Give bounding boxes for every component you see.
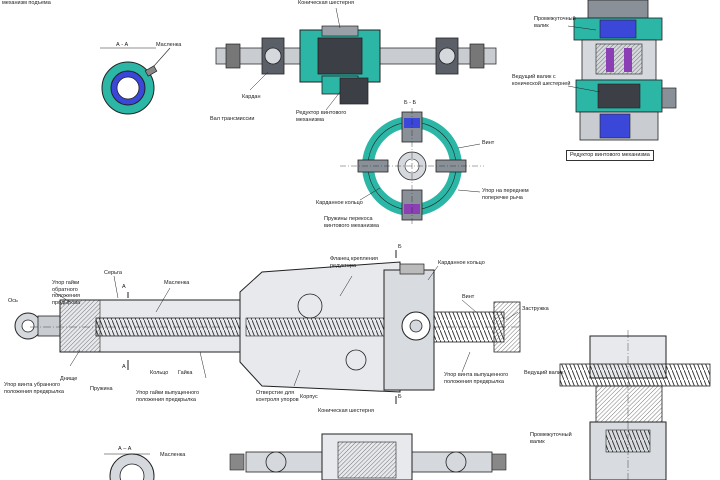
reducer-section-view xyxy=(567,0,677,141)
pruzhina-perekosa-label: Пружины перекоса винтового механизма xyxy=(324,216,379,229)
otverstie-label: Отверстие для контроля упоров xyxy=(256,390,299,403)
pruzhina-label: Пружина xyxy=(90,386,113,392)
vint-main-label: Винт xyxy=(462,294,475,300)
gaika-label: Гайка xyxy=(178,370,193,376)
section-bb-label: Б - Б xyxy=(404,100,417,106)
ser-label: Серьга xyxy=(104,270,122,276)
transmission-shaft-bottom-view xyxy=(229,433,507,480)
maslenka-main-label: Масленка xyxy=(164,280,190,286)
section-bb-view xyxy=(340,108,484,226)
kardannoe-kolco-mid-label: Карданное кольцо xyxy=(316,200,363,206)
b-bottom-marker: Б xyxy=(398,394,402,400)
vedushchy-val-label: Ведущий валик xyxy=(524,370,564,376)
maslenka-top-label: Масленка xyxy=(156,42,182,48)
upor-gaiki-vyp-label: Упор гайки выпущенного положения предкры… xyxy=(136,390,200,403)
kardan-label: Кардан xyxy=(242,94,261,100)
upor-gaiki-obr-label: Упор гайки обратного положения продырова xyxy=(52,280,81,306)
a-top-marker: А xyxy=(122,284,126,290)
reduktor-box-label: Редуктор винтового механизма xyxy=(566,150,654,161)
os-label: Ось xyxy=(8,298,18,304)
top-corner-label: механизм подъема xyxy=(2,0,51,6)
vedushchy-valik-label: Ведущий валик с конической шестерней xyxy=(512,74,571,87)
korpus-label: Корпус xyxy=(300,394,318,400)
section-aa-top-view xyxy=(100,47,171,115)
section-aa-bottom-view xyxy=(104,453,155,480)
upor-vinta-vyp-label: Упор винта выпущенного положения предкры… xyxy=(444,372,509,385)
maslenka-bottom-label: Масленка xyxy=(160,452,186,458)
section-aa-top-label: А - А xyxy=(116,42,129,48)
promezhutochny-val-bottom-label: Промежуточный валик xyxy=(530,432,572,445)
val-transmissii-label: Вал трансмиссии xyxy=(210,116,255,122)
reduktor-vint-mech-label: Редуктор винтового механизма xyxy=(296,110,347,123)
reducer-side-view-bottom xyxy=(559,330,711,480)
section-aa-bottom-label: А – А xyxy=(118,446,132,452)
konicheskaya-shesternya-main-label: Коническая шестерня xyxy=(318,408,374,414)
upor-vinta-label: Упор винта убранного положения предкрылк… xyxy=(4,382,64,395)
b-top-marker: Б xyxy=(398,244,402,250)
screw-mechanism-main-view xyxy=(14,250,521,404)
vint-mid-label: Винт xyxy=(482,140,495,146)
flanec-krepleniya-label: Фланец крепления редуктора xyxy=(330,256,378,269)
a-bottom-marker: А xyxy=(122,364,126,370)
zastrujka-label: Застружка xyxy=(522,306,549,312)
kolco-label: Кольцо xyxy=(150,370,169,376)
kardannoe-kolco-main-label: Карданное кольцо xyxy=(438,260,485,266)
transmission-shaft-assembly xyxy=(215,7,497,111)
promezhutochny-val-right-label: Промежуточный валик xyxy=(534,16,576,29)
konicheskaya-shesternya-label: Коническая шестерня xyxy=(298,0,354,6)
dnishche-label: Днище xyxy=(60,376,78,382)
upor-na-perednem-label: Упор на переднем поперечке рыча xyxy=(482,188,529,201)
